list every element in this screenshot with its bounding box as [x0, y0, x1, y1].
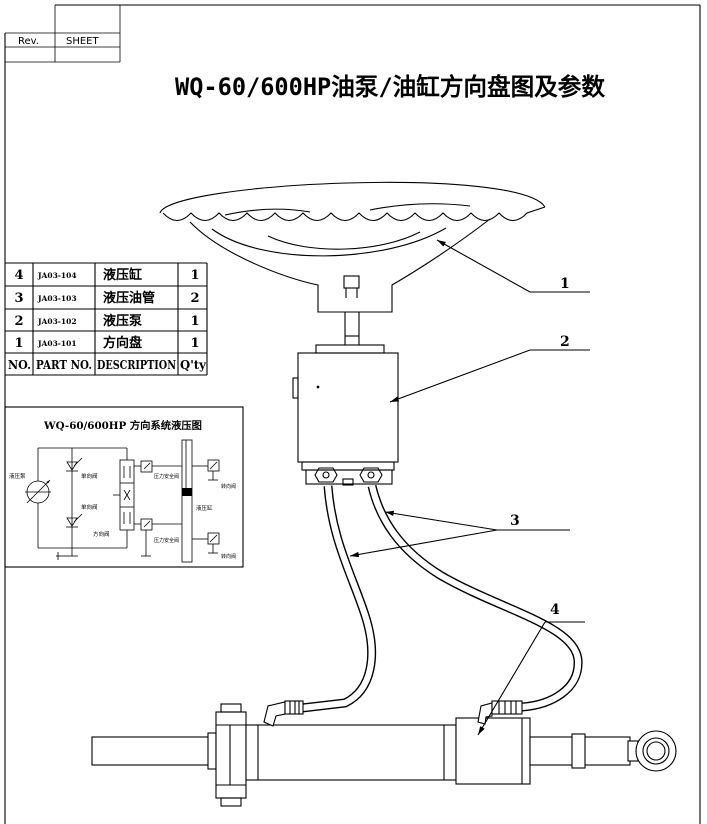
steering-wheel: [159, 181, 546, 313]
schematic-steering-valves: [192, 459, 220, 554]
header-qty: Q'ty: [180, 358, 207, 372]
sheet-label: SHEET: [66, 36, 100, 47]
callout-label-hoses: 3: [510, 513, 520, 529]
hose-right: [367, 484, 583, 712]
schematic-relief-valves: [134, 460, 182, 557]
hydraulic-pump: [292, 344, 399, 486]
callout-1: 1: [436, 239, 590, 293]
rev-label: Rev.: [18, 36, 39, 47]
part-description: 液压缸: [103, 267, 142, 283]
schematic-label-directional-valve: 方向阀: [93, 530, 110, 538]
part-number-index: 1: [14, 336, 23, 351]
schematic-label-pump: 液压泵: [9, 472, 26, 480]
part-quantity: 2: [190, 291, 199, 306]
part-number-index: 4: [14, 268, 23, 283]
schematic-label-relief-valve: 压力安全阀: [154, 537, 179, 544]
hydraulic-schematic: WQ-60/600HP 方向系统液压图: [4, 406, 244, 568]
part-code: JA03-103: [37, 294, 77, 303]
schematic-cylinder: [181, 439, 193, 563]
steering-shaft: [343, 275, 360, 345]
schematic-label-check-valve: 单向阀: [81, 503, 98, 511]
schematic-label-steering-valve: 转向阀: [221, 553, 236, 560]
callout-label-cylinder: 4: [550, 602, 560, 618]
part-code: JA03-102: [37, 317, 77, 326]
hydraulic-hoses: [301, 484, 583, 713]
hydraulic-cylinder: [91, 703, 677, 807]
header-no: NO.: [8, 358, 31, 372]
schematic-directional-valve: [113, 459, 135, 531]
parts-table: 4 JA03-104 液压缸 1 3 JA03-103 液压油管 2 2 JA0…: [5, 262, 208, 376]
page-title: WQ-60/600HP油泵/油缸方向盘图及参数: [175, 73, 606, 101]
header-part-no: PART NO.: [36, 358, 92, 372]
part-description: 液压油管: [103, 290, 155, 306]
schematic-title: WQ-60/600HP 方向系统液压图: [43, 419, 202, 432]
revision-block: Rev. SHEET: [5, 5, 121, 63]
schematic-pump-icon: [25, 447, 128, 549]
table-header: NO. PART NO. DESCRIPTION Q'ty: [8, 358, 207, 372]
part-quantity: 1: [190, 336, 199, 351]
part-quantity: 1: [190, 268, 199, 283]
table-row: 2 JA03-102 液压泵 1: [14, 313, 199, 329]
part-number-index: 3: [14, 291, 23, 306]
part-code: JA03-101: [37, 339, 77, 348]
schematic-label-check-valve: 单向阀: [81, 472, 98, 480]
table-row: 1 JA03-101 方向盘 1: [14, 335, 199, 351]
table-row: 4 JA03-104 液压缸 1: [14, 267, 199, 283]
header-description: DESCRIPTION: [97, 358, 176, 372]
part-code: JA03-104: [37, 271, 77, 280]
fitting-left: [263, 700, 304, 727]
schematic-check-valves: [56, 448, 83, 560]
callout-3: 3: [349, 510, 570, 558]
fitting-right: [477, 700, 523, 725]
callout-label-pump: 2: [560, 334, 570, 350]
callout-label-steering-wheel: 1: [560, 276, 570, 292]
schematic-label-relief-valve: 压力安全阀: [154, 473, 179, 480]
part-number-index: 2: [14, 314, 23, 329]
schematic-label-steering-valve: 转向阀: [221, 483, 236, 490]
part-description: 液压泵: [103, 313, 142, 329]
part-quantity: 1: [190, 314, 199, 329]
table-row: 3 JA03-103 液压油管 2: [14, 290, 199, 306]
schematic-label-cylinder: 液压缸: [196, 504, 213, 512]
part-description: 方向盘: [103, 335, 142, 351]
callout-2: 2: [389, 334, 590, 403]
callout-4: 4: [477, 602, 585, 736]
